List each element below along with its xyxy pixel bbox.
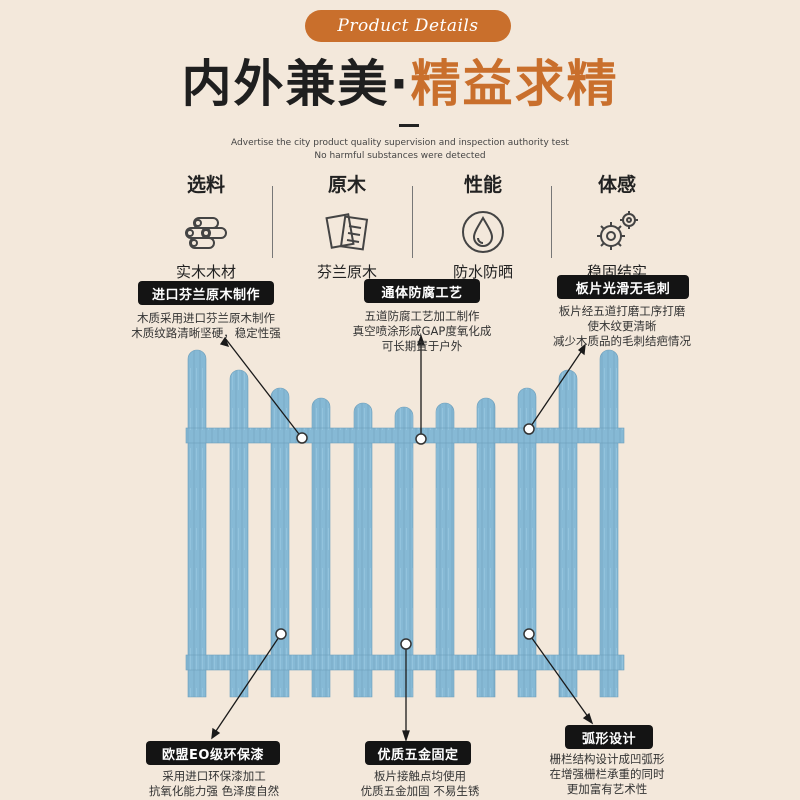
divider — [412, 186, 413, 258]
product-details-badge: Product Details — [305, 10, 511, 42]
callout-line: 真空喷涂形成GAP度氧化成 — [352, 324, 492, 338]
callout-line: 五道防腐工艺加工制作 — [364, 309, 480, 323]
pointer-arrowhead — [402, 730, 410, 743]
hotspot-dot — [296, 432, 308, 444]
hotspot-dot — [415, 433, 427, 445]
callout-tag-imported-wood: 进口芬兰原木制作 — [138, 281, 274, 305]
callout-line: 减少木质品的毛刺结疤情况 — [553, 334, 691, 348]
callout-line: 更加富有艺术性 — [566, 782, 648, 796]
fence-picket — [599, 349, 619, 698]
fence-picket — [187, 349, 207, 698]
callout-line: 栅栏结构设计成凹弧形 — [549, 752, 665, 766]
callout-desc-hardware: 板片接触点均使用 优质五金加固 不易生锈 — [320, 769, 520, 799]
pointer-arrowhead — [417, 333, 425, 346]
feature-caption: 实木木材 — [175, 263, 236, 281]
fence-picket — [558, 369, 578, 698]
callout-desc-eu-paint: 采用进口环保漆加工 抗氧化能力强 色泽度自然 — [114, 769, 314, 799]
pointer-line — [224, 337, 303, 439]
fence-picket — [517, 387, 537, 698]
callout-desc-smooth-board: 板片经五道打磨工序打磨 使木纹更清晰 减少木质品的毛刺结疤情况 — [522, 304, 722, 349]
title-dark-part: 内外兼美· — [181, 55, 411, 113]
callout-tag-hardware: 优质五金固定 — [365, 741, 471, 765]
fence-picket — [311, 397, 331, 698]
callout-tag-eu-paint: 欧盟EO级环保漆 — [146, 741, 280, 765]
callout-line: 木质采用进口芬兰原木制作 — [137, 311, 275, 325]
fence-picket — [229, 369, 249, 698]
callout-line: 板片接触点均使用 — [374, 769, 466, 783]
callout-desc-anticorrosion: 五道防腐工艺加工制作 真空喷涂形成GAP度氧化成 可长期置于户外 — [322, 309, 522, 354]
feature-heading: 体感 — [597, 174, 636, 196]
gear-icon — [591, 206, 643, 258]
callout-tag-smooth-board: 板片光滑无毛刺 — [557, 275, 689, 299]
divider — [272, 186, 273, 258]
pointer-arrowhead — [219, 336, 230, 347]
wood-planks-icon — [321, 206, 373, 258]
fence-picket — [353, 402, 373, 698]
callout-desc-imported-wood: 木质采用进口芬兰原木制作 木质纹路清晰坚硬，稳定性强 — [106, 311, 306, 341]
pointer-arrowhead — [211, 727, 221, 740]
callout-line: 采用进口环保漆加工 — [162, 769, 266, 783]
callout-line: 使木纹更清晰 — [587, 319, 657, 333]
feature-heading: 性能 — [463, 174, 502, 196]
log-stack-icon — [180, 206, 232, 258]
feature-performance: 性能 防水防晒 — [423, 172, 543, 282]
pointer-arrowhead — [582, 712, 594, 725]
hotspot-dot — [400, 638, 412, 650]
title-underline — [399, 124, 419, 127]
fence-picket — [435, 402, 455, 698]
callout-tag-anticorrosion: 通体防腐工艺 — [364, 279, 480, 303]
callout-line: 可长期置于户外 — [381, 339, 463, 353]
pointer-line — [528, 345, 586, 430]
feature-heading: 原木 — [327, 174, 366, 196]
divider — [551, 186, 552, 258]
pointer-line — [211, 633, 282, 738]
callout-tag-arc-design: 弧形设计 — [565, 725, 653, 749]
pointer-arrowhead — [577, 343, 586, 356]
callout-line: 抗氧化能力强 色泽度自然 — [148, 784, 280, 798]
fence-picket — [270, 387, 290, 698]
feature-log: 原木 芬兰原木 — [287, 172, 407, 282]
callout-line: 木质纹路清晰坚硬，稳定性强 — [131, 326, 281, 340]
pointer-line — [528, 633, 592, 722]
title-accent-part: 精益求精 — [410, 55, 619, 113]
feature-heading: 选料 — [186, 174, 225, 196]
callout-line: 优质五金加固 不易生锈 — [360, 784, 480, 798]
fence-picket — [394, 406, 414, 698]
hotspot-dot — [523, 628, 535, 640]
feature-caption: 芬兰原木 — [316, 263, 377, 281]
subtitle-line-1: Advertise the city product quality super… — [231, 138, 569, 148]
callout-line: 板片经五道打磨工序打磨 — [558, 304, 686, 318]
hotspot-dot — [523, 423, 535, 435]
fence-rail-bottom — [185, 654, 625, 671]
feature-material: 选料 实木木材 — [146, 172, 266, 282]
feature-caption: 防水防晒 — [452, 263, 513, 281]
water-drop-icon — [457, 206, 509, 258]
fence-rail-top — [185, 427, 625, 444]
fence-pickets — [187, 349, 619, 698]
page-title: 内外兼美·精益求精 — [0, 52, 800, 116]
callout-line: 在增强栅栏承重的同时 — [549, 767, 665, 781]
fence-picket — [476, 397, 496, 698]
subtitle-line-2: No harmful substances were detected — [314, 151, 486, 161]
callout-desc-arc-design: 栅栏结构设计成凹弧形 在增强栅栏承重的同时 更加富有艺术性 — [517, 752, 697, 797]
hotspot-dot — [275, 628, 287, 640]
